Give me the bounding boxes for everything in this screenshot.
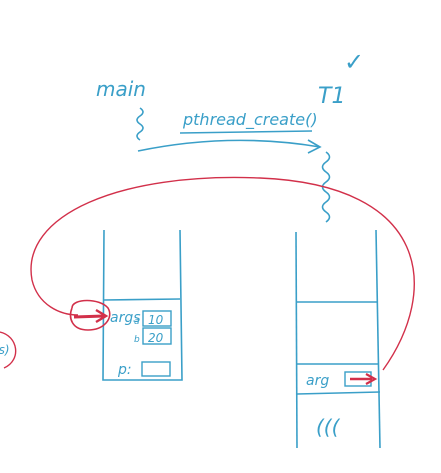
args-pointer-arrow bbox=[73, 314, 105, 319]
args-pointer-arrowhead bbox=[95, 308, 109, 324]
pthread-underline bbox=[179, 130, 313, 134]
main-stack bbox=[102, 229, 183, 381]
edge-label: (s) bbox=[0, 343, 10, 357]
field-a-value: 10 bbox=[148, 313, 164, 327]
field-b-name: b bbox=[134, 335, 140, 345]
pthread-create-label: pthread_create() bbox=[182, 110, 318, 130]
field-b-value: 20 bbox=[148, 331, 164, 345]
field-b-box bbox=[142, 327, 172, 345]
args-highlight-circle bbox=[69, 299, 111, 331]
p-box bbox=[141, 361, 171, 377]
spawn-arrow bbox=[137, 139, 321, 152]
field-a-box bbox=[142, 310, 172, 327]
frame-scribble: ((( bbox=[316, 415, 341, 439]
check-mark: ✓ bbox=[344, 48, 364, 76]
thread-label: T1 bbox=[318, 84, 345, 109]
spawn-arrowhead bbox=[307, 139, 322, 154]
p-label: p: bbox=[117, 362, 132, 378]
field-a-name: a bbox=[134, 317, 140, 327]
arg-pointer-arrowhead bbox=[365, 373, 378, 385]
arg-label-right: arg bbox=[306, 373, 329, 389]
thread-stack bbox=[295, 229, 381, 449]
main-label: main bbox=[96, 77, 146, 101]
edge-highlight bbox=[0, 331, 17, 369]
main-squiggle bbox=[136, 107, 144, 141]
args-label-left: args bbox=[110, 310, 141, 326]
pointer-curve bbox=[30, 176, 415, 371]
